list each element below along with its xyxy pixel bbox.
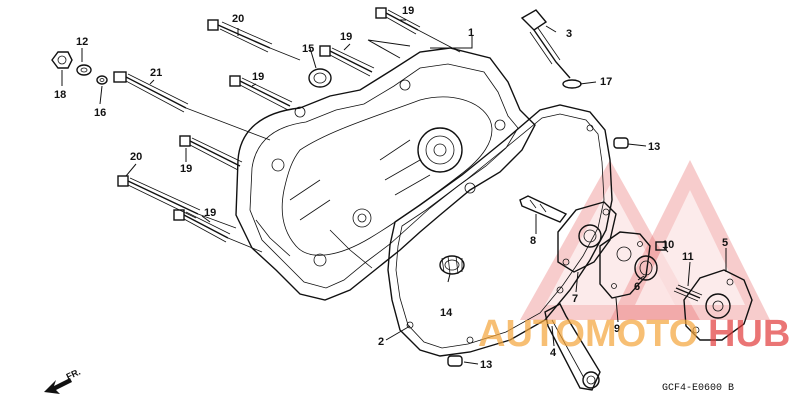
callout-2: 2 [378,336,384,348]
washer-16 [96,75,108,85]
cover-gasket [387,104,613,357]
nut-18 [51,51,73,69]
arrow-icon [44,378,72,394]
right-crankcase-cover [235,47,536,301]
dowel-pin-13-lower [447,355,463,367]
bolt-11 [673,284,703,302]
callout-4: 4 [550,347,557,359]
callout-5: 5 [722,237,728,249]
bolt-20-top [207,19,273,53]
leader-lines [61,19,727,365]
callout-11: 11 [682,251,694,263]
bolts-group [113,7,421,243]
dowel-10 [655,241,667,251]
watermark-text: AUTOMOTO HUB [478,313,790,355]
callout-9: 9 [614,323,620,335]
callout-16: 16 [94,107,106,119]
shaft-8 [519,195,568,223]
figure-code: GCF4-E0600 B [662,383,734,394]
callout-12: 12 [76,36,88,48]
gasket-9 [599,231,651,299]
callout-19-left-mid: 19 [180,163,192,175]
pump-plate-7 [557,201,617,273]
bolt-20-lower [117,175,201,219]
oil-seal-6 [634,255,658,281]
needle-bearing-14 [439,255,465,275]
callout-7: 7 [572,293,578,305]
centerlines [185,29,461,253]
callout-10: 10 [662,239,674,251]
washer-12 [76,64,92,76]
callout-labels: 1 2 3 4 5 6 7 8 9 10 11 12 13 13 14 15 1… [54,5,728,371]
bolt-19-lower [173,209,231,243]
callout-20-lower: 20 [130,151,142,163]
bolt-19-left-mid [179,135,243,171]
bolt-19-top [375,7,421,35]
oil-filler-cap-3 [520,9,571,79]
bolt-19-left-upper [229,75,293,111]
callout-15: 15 [302,43,314,55]
bolt-19-mid [319,45,375,77]
callout-19-mid: 19 [340,31,352,43]
callout-13-lower: 13 [480,359,492,371]
callout-13-upper: 13 [648,141,660,153]
front-direction-indicator: FR. [44,367,82,394]
bolt-21 [113,71,189,113]
callout-20-top: 20 [232,13,244,25]
o-ring-17 [562,79,582,89]
callout-6: 6 [634,281,640,293]
callout-17: 17 [600,76,612,88]
callout-8: 8 [530,235,536,247]
callout-1: 1 [468,27,474,39]
pump-cover-5 [683,269,753,341]
callout-21: 21 [150,67,162,79]
callout-19-lower: 19 [204,207,216,219]
callout-18: 18 [54,89,66,101]
oil-seal-15 [308,68,332,88]
dowel-pin-13-upper [613,137,629,149]
callout-3: 3 [566,28,572,40]
callout-19-top: 19 [402,5,414,17]
direction-label: FR. [65,367,82,382]
callout-14: 14 [440,307,453,319]
watermark-text-a: AUTOMOTO [478,313,698,355]
callout-19-left-upper: 19 [252,71,264,83]
watermark-text-b: HUB [708,313,790,355]
